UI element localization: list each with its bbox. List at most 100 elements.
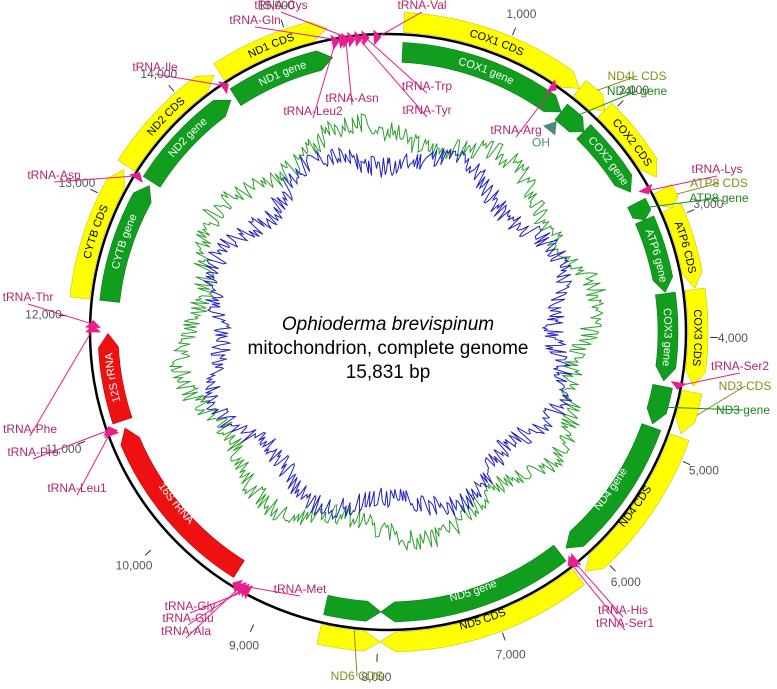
trna-ile-marker [217,81,229,95]
trna-lys-label: tRNA-Lys [692,162,743,176]
tick-mark-11000 [77,440,86,445]
nd4l-gene-leader [579,90,638,115]
cox2-gene-arrow [576,124,632,193]
organism-name: Ophioderma brevispinum [282,314,494,335]
trna-glu-label: tRNA-Glu [162,611,213,625]
trna-gln-marker [337,33,347,50]
nd6-gene-arrow [323,594,382,622]
atp8-cds-leader [676,182,720,195]
tick-mark-14000 [168,85,175,92]
trna-glu-leader [187,588,244,626]
trna-arg-marker [546,79,557,93]
trna-ala-leader [185,586,241,639]
nd4l-cds-arrow [573,80,606,111]
trna-asp-leader [53,175,138,183]
atp8-gene-label: ATP8 gene [689,191,748,205]
nd1-cds-arrow [213,21,328,81]
nd6-cds-leader [353,630,358,677]
nd3-gene-leader [668,406,744,411]
trna-arg-leader [515,87,554,138]
trna-ser1-leader [570,563,626,631]
tick-mark-10000 [144,549,152,556]
trna-his-label: tRNA-His [598,603,648,617]
trna-lys-leader [646,175,718,192]
trna-his-leader [573,560,624,618]
gc-skew-trace [168,113,607,552]
atp6-cds-arrow [662,203,703,289]
trna-val-leader [377,11,423,38]
tick-label: 1,000 [506,7,536,21]
trna-gly-leader [189,590,247,614]
gc-content-trace [203,146,573,520]
trna-pro-label: tRNA-Pro [7,445,59,459]
trna-cys-leader [280,11,352,40]
tick-mark-13000 [90,188,98,194]
trna-ser2-label: tRNA-Ser2 [711,359,769,373]
nd4l-cds-leader [597,75,638,91]
trna-cys-marker [347,31,356,48]
trna-leu2-leader [312,41,336,119]
tick-label: 15,000 [258,0,295,13]
trna-met-label: tRNA-Met [274,582,327,596]
trna-thr-leader [27,303,94,325]
tick-label: 8,000 [361,670,391,684]
center-title: Ophioderma brevispinum mitochondrion, co… [248,314,529,383]
origin-marker [543,121,557,136]
nd6-cds-label: ND6 CDS [331,669,384,683]
nd4-gene-arrow [565,423,662,549]
nd3-cds-arrow [675,389,703,435]
trna-phe-label: tRNA-Phe [3,422,57,436]
trna-lys-marker [638,183,653,195]
nd3-gene-arrow [646,384,673,425]
trna-asp-label: tRNA-Asp [27,168,81,182]
tick-mark-6000 [609,564,616,572]
trna-ile-label: tRNA-Ile [132,60,178,74]
cox3-cds-label: COX3 CDS [690,309,704,367]
cytb-cds-arrow [69,169,126,300]
trna-leu1-label: tRNA-Leu1 [47,481,107,495]
gc-plot [168,113,607,552]
tick-mark-2000 [617,100,624,107]
cox3-cds-arrow [684,287,709,387]
tick-label: 12,000 [25,308,62,322]
tick-mark-15000 [280,19,285,28]
trna-pro-leader [32,429,110,460]
nd1-gene-arrow [229,50,334,106]
trna-phe-marker [85,324,102,333]
tick-label: 2,000 [619,83,649,97]
genome-size: 15,831 bp [346,362,431,383]
cox3-gene-arrow [655,291,679,382]
trna-trp-leader [365,37,428,94]
tick-label: 9,000 [229,639,259,653]
trna-ala-label: tRNA-Ala [161,624,211,638]
tick-mark-7000 [501,632,506,641]
nd4l-gene-label: ND4L gene [607,84,668,98]
trna-trp-label: tRNA-Trp [402,79,453,93]
trna-val-label: tRNA-Val [397,0,446,12]
trna-tyr-leader [358,38,428,118]
atp6-gene-arrow [635,215,673,293]
tick-mark-1000 [512,27,517,36]
nd2-gene-arrow [142,99,232,188]
trna-asn-label: tRNA-Asn [325,91,378,105]
tick-label: 6,000 [611,575,641,589]
trna-arg-label: tRNA-Arg [490,123,541,137]
atp8-cds-arrow [653,184,679,209]
tick-mark-9000 [249,624,255,633]
16s-rrna-arrow [120,427,245,578]
nd5-cds-arrow [379,568,585,653]
cox2-cds-arrow [597,102,658,178]
trna-leu1-leader [76,431,111,496]
genome-description: mitochondrion, complete genome [248,338,529,359]
trna-met-leader [235,584,301,597]
tick-marks: 1,0002,0003,0004,0005,0006,0007,0008,000… [25,0,748,684]
trna-tyr-label: tRNA-Tyr [402,103,451,117]
trna-asp-marker [129,172,143,183]
trna-thr-label: tRNA-Thr [3,290,54,304]
origin-label: OH [532,136,550,150]
cox3-gene-label: COX3 gene [659,308,673,367]
trna-ile-leader [154,73,226,87]
atp8-gene-arrow [627,197,652,221]
nd4l-cds-label: ND4L CDS [608,69,667,83]
atp8-cds-label: ATP8 CDS [690,176,748,190]
